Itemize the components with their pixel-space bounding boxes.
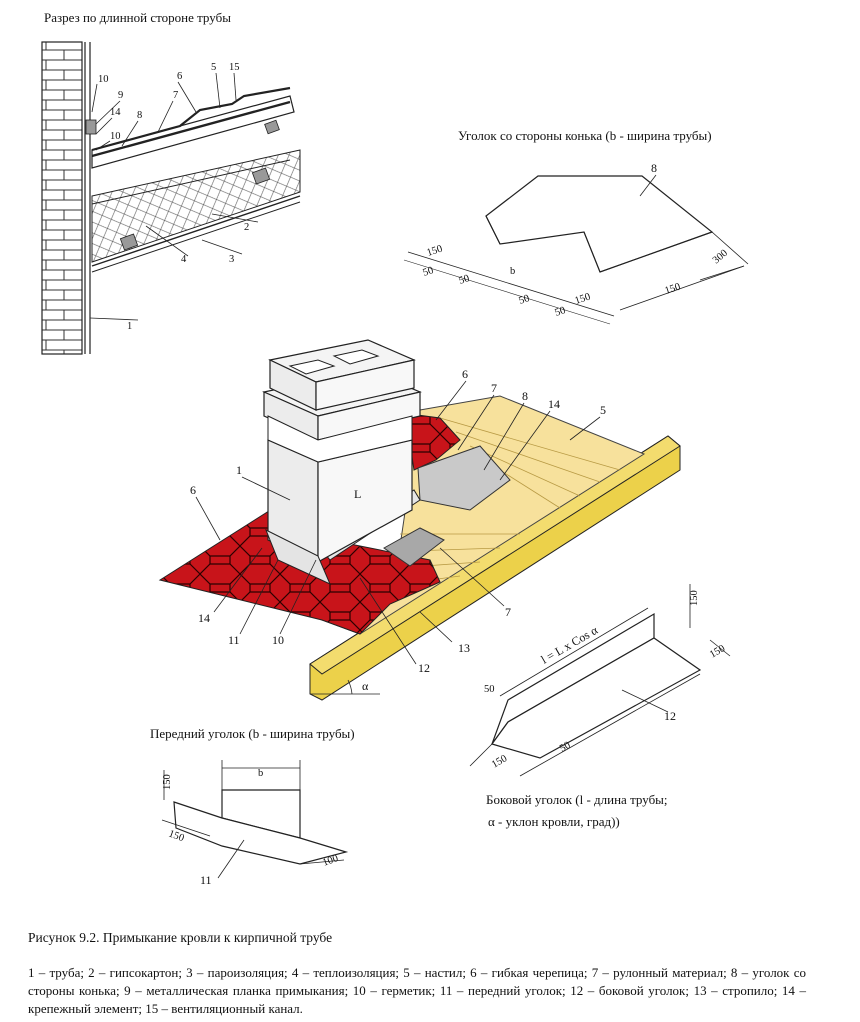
svg-text:6: 6 — [190, 483, 196, 497]
svg-text:L: L — [354, 487, 361, 501]
callout-6: 6 — [177, 71, 182, 82]
svg-text:b: b — [258, 768, 263, 779]
svg-text:12: 12 — [664, 709, 676, 723]
ridge-corner-part — [485, 175, 714, 273]
section-callouts: 10 9 14 10 8 7 6 5 15 2 3 4 1 — [89, 62, 259, 332]
callout-1: 1 — [127, 321, 132, 332]
figure-legend: 1 – труба; 2 – гипсокартон; 3 – пароизол… — [28, 965, 806, 1016]
section-view: Разрез по длинной стороне трубы 10 9 14 … — [41, 10, 301, 355]
ridge-item-label: 8 — [651, 161, 657, 175]
svg-text:b: b — [510, 266, 515, 277]
svg-text:150: 150 — [490, 753, 509, 770]
front-corner-title: Передний уголок (b - ширина трубы) — [150, 726, 355, 741]
svg-text:14: 14 — [198, 611, 210, 625]
svg-text:150: 150 — [708, 643, 727, 660]
svg-text:50: 50 — [558, 740, 573, 755]
side-corner-title-2: α - уклон кровли, град)) — [488, 814, 620, 829]
svg-text:5: 5 — [600, 403, 606, 417]
section-title: Разрез по длинной стороне трубы — [44, 10, 231, 25]
chimney — [262, 339, 422, 585]
front-corner-view: Передний уголок (b - ширина трубы) 150 b… — [150, 726, 355, 887]
ridge-corner-title: Уголок со стороны конька (b - ширина тру… — [458, 128, 712, 143]
svg-text:14: 14 — [548, 397, 560, 411]
svg-text:50: 50 — [484, 684, 495, 695]
svg-text:100: 100 — [321, 853, 340, 869]
svg-text:8: 8 — [522, 389, 528, 403]
svg-text:50: 50 — [554, 305, 567, 319]
ridge-corner-metal — [417, 445, 511, 511]
callout-15: 15 — [229, 62, 240, 73]
callout-4: 4 — [181, 254, 187, 265]
figure-caption: Рисунок 9.2. Примыкание кровли к кирпичн… — [28, 930, 333, 945]
side-corner-view: l = L x Cos α 150 150 50 50 150 12 Боков… — [469, 584, 731, 829]
svg-text:13: 13 — [458, 641, 470, 655]
svg-text:12: 12 — [418, 661, 430, 675]
front-item-label: 11 — [200, 873, 212, 887]
callout-9: 9 — [118, 90, 123, 101]
roof-chimney-diagram: Разрез по длинной стороне трубы 10 9 14 … — [41, 10, 749, 887]
front-dimensions: 150 b 150 100 — [162, 768, 340, 869]
chimney-wall — [41, 41, 83, 355]
svg-text:50: 50 — [458, 273, 471, 287]
svg-text:50: 50 — [518, 293, 531, 307]
svg-text:10: 10 — [272, 633, 284, 647]
callout-2: 2 — [244, 222, 249, 233]
iso-callouts: 6 7 8 14 5 1 L 6 14 11 10 12 13 7 — [190, 367, 606, 693]
callout-7: 7 — [173, 90, 178, 101]
roll-material — [383, 527, 445, 567]
callout-3: 3 — [229, 254, 234, 265]
callout-10-top: 10 — [98, 74, 109, 85]
svg-text:150: 150 — [574, 292, 592, 307]
ridge-dimensions: 150 50 50 b 50 150 50 150 300 — [422, 244, 730, 319]
isometric-view: 6 7 8 14 5 1 L 6 14 11 10 12 13 7 — [158, 339, 681, 701]
svg-text:50: 50 — [422, 265, 435, 279]
svg-text:7: 7 — [491, 381, 497, 395]
callout-10-bottom: 10 — [110, 131, 121, 142]
svg-text:150: 150 — [689, 590, 700, 606]
svg-text:300: 300 — [711, 248, 730, 267]
svg-text:150: 150 — [162, 774, 173, 790]
callout-8: 8 — [137, 110, 142, 121]
svg-text:11: 11 — [228, 633, 240, 647]
svg-text:1: 1 — [236, 463, 242, 477]
svg-text:7: 7 — [505, 605, 511, 619]
callout-14: 14 — [110, 107, 121, 118]
callout-5: 5 — [211, 62, 216, 73]
side-corner-title-1: Боковой уголок (l - длина трубы; — [486, 792, 668, 807]
ridge-corner-view: Уголок со стороны конька (b - ширина тру… — [403, 128, 749, 325]
svg-text:α: α — [362, 679, 369, 693]
insulation-layer — [91, 149, 301, 263]
svg-text:150: 150 — [426, 244, 444, 259]
svg-text:6: 6 — [462, 367, 468, 381]
svg-text:150: 150 — [167, 828, 186, 844]
svg-text:150: 150 — [664, 282, 682, 297]
